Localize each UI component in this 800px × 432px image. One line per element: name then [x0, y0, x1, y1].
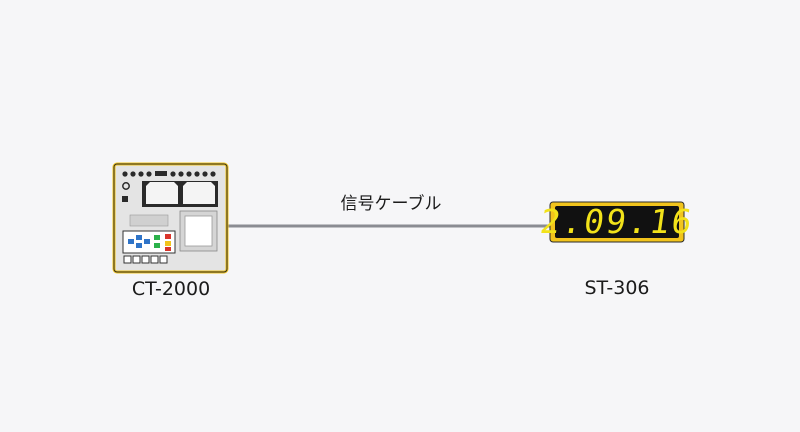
- st-306-display-value: 2.09.16: [538, 202, 697, 241]
- ct-2000-label: CT-2000: [131, 278, 211, 300]
- signal-cable-label: 信号ケーブル: [340, 194, 442, 214]
- st-306-label: ST-306: [584, 277, 650, 299]
- st-306-device: 2.09.16: [538, 201, 697, 243]
- ct-2000-keypad: [122, 230, 176, 254]
- ct-2000-device: [112, 162, 229, 274]
- ct-2000-bottom-buttons: [123, 255, 168, 264]
- ct-2000-screens: [142, 181, 218, 207]
- ct-2000-top-controls: [122, 171, 216, 177]
